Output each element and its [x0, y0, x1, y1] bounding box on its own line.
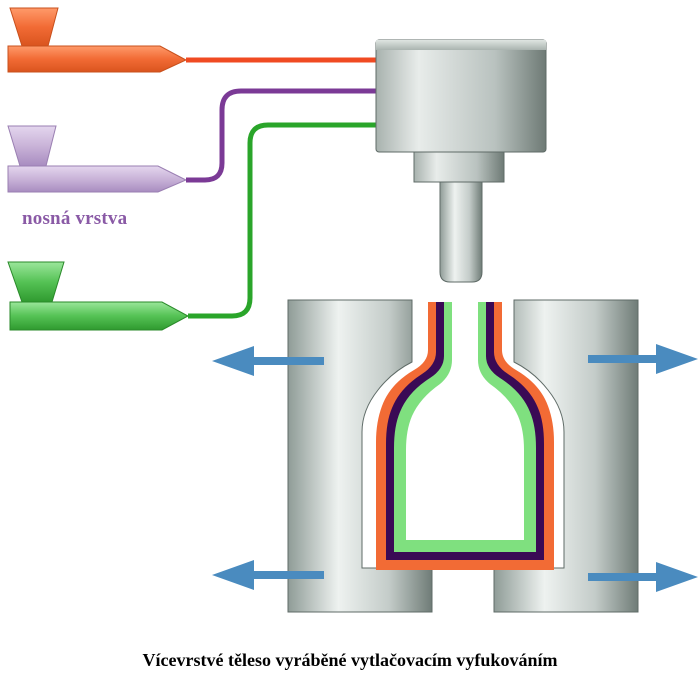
extruder-purple — [7, 125, 188, 193]
head-block-top — [376, 40, 546, 50]
hopper-icon — [7, 125, 57, 167]
head-collar — [413, 151, 505, 183]
feed-line-purple — [186, 88, 378, 183]
mold-open-arrow-icon — [212, 344, 698, 592]
head-block — [375, 39, 547, 153]
mold-right-body — [493, 299, 639, 613]
extruder-orange — [7, 7, 188, 73]
extruder-barrel-green — [9, 301, 190, 331]
hopper-icon — [7, 261, 65, 303]
feed-line-green — [188, 122, 378, 319]
hopper-icon — [9, 7, 59, 47]
extruder-green — [7, 261, 190, 331]
extruder-barrel-orange — [7, 45, 188, 73]
die-nozzle — [439, 181, 483, 283]
mold-right-half — [493, 299, 639, 613]
mold-left-half — [287, 299, 433, 613]
mold-left-body — [287, 299, 433, 613]
carrier-layer-label: nosná vrstva — [22, 208, 128, 229]
parison-layer-orange — [376, 302, 554, 570]
figure-caption: Vícevrstvé těleso vyráběné vytlačovacím … — [142, 650, 558, 670]
multilayer-parison — [376, 302, 554, 570]
extruder-barrel-purple — [7, 165, 188, 193]
extrusion-head — [375, 39, 547, 283]
